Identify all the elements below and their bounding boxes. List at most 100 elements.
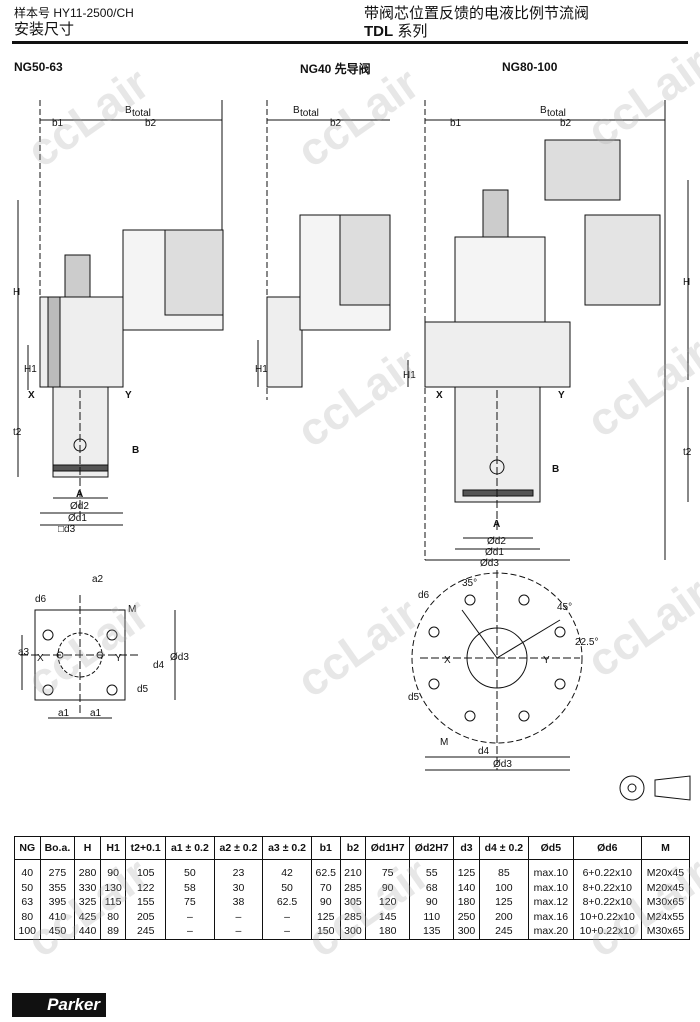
document-title: 带阀芯位置反馈的电液比例节流阀 bbox=[364, 5, 590, 22]
column-header: Ød2H7 bbox=[409, 836, 455, 860]
column-header: a2 ± 0.2 bbox=[213, 836, 264, 860]
svg-text:t2: t2 bbox=[13, 427, 22, 438]
table-cell: – bbox=[262, 909, 312, 924]
table-cell: 395 bbox=[39, 895, 75, 910]
svg-text:X: X bbox=[436, 390, 443, 401]
column-header: d3 bbox=[453, 836, 480, 860]
table-cell: 80 bbox=[99, 909, 126, 924]
svg-text:d4: d4 bbox=[153, 660, 165, 671]
table-cell: 130 bbox=[99, 880, 126, 895]
svg-text:B: B bbox=[132, 445, 139, 456]
table-cell: 85 bbox=[478, 859, 529, 881]
table-cell: 125 bbox=[453, 859, 480, 881]
table-cell: 450 bbox=[39, 924, 75, 939]
svg-text:b2: b2 bbox=[330, 118, 342, 129]
svg-text:M: M bbox=[440, 737, 448, 748]
table-cell: 440 bbox=[74, 924, 101, 939]
table-cell: 62.5 bbox=[310, 859, 341, 881]
table-cell: 275 bbox=[39, 859, 75, 881]
table-cell: 8+0.22x10 bbox=[572, 895, 642, 910]
table-cell: 40 bbox=[14, 859, 41, 881]
table-cell: – bbox=[213, 909, 263, 924]
svg-text:H1: H1 bbox=[255, 364, 268, 375]
svg-text:H1: H1 bbox=[403, 370, 416, 381]
table-cell: 125 bbox=[310, 909, 341, 924]
svg-text:Y: Y bbox=[115, 653, 122, 664]
svg-text:X: X bbox=[37, 653, 44, 664]
table-cell: 50 bbox=[14, 880, 41, 895]
table-cell: 38 bbox=[213, 895, 263, 910]
table-cell: 355 bbox=[39, 880, 75, 895]
table-cell: 90 bbox=[310, 895, 341, 910]
svg-text:a3: a3 bbox=[18, 647, 30, 658]
table-cell: 6+0.22x10 bbox=[572, 859, 642, 881]
svg-text:d5: d5 bbox=[137, 684, 149, 695]
table-cell: 205 bbox=[125, 909, 166, 924]
section-ng80-100: NG80-100 bbox=[502, 60, 558, 74]
table-cell: – bbox=[165, 909, 215, 924]
table-cell: M20x45 bbox=[640, 859, 690, 881]
table-cell: max.10 bbox=[527, 880, 574, 895]
table-cell: 120 bbox=[365, 895, 410, 910]
section-ng40: NG40 先导阀 bbox=[300, 62, 371, 76]
section-title: 安装尺寸 bbox=[14, 21, 75, 38]
svg-text:total: total bbox=[300, 108, 319, 119]
table-cell: 10+0.22x10 bbox=[572, 909, 642, 924]
svg-text:H: H bbox=[683, 277, 690, 288]
svg-text:d6: d6 bbox=[35, 594, 47, 605]
table-cell: 210 bbox=[339, 859, 366, 881]
drawing-ng40 bbox=[257, 100, 391, 400]
series-code: TDL bbox=[364, 23, 394, 40]
table-cell: 180 bbox=[453, 895, 480, 910]
svg-text:H: H bbox=[13, 287, 20, 298]
table-cell: 90 bbox=[409, 895, 454, 910]
table-cell: 155 bbox=[125, 895, 166, 910]
series-label: 系列 bbox=[393, 23, 428, 40]
table-cell: 410 bbox=[39, 909, 75, 924]
table-cell: 180 bbox=[365, 924, 410, 939]
table-cell: 300 bbox=[453, 924, 480, 939]
table-cell: 145 bbox=[365, 909, 410, 924]
column-header: Ød1H7 bbox=[365, 836, 411, 860]
column-header: a3 ± 0.2 bbox=[262, 836, 312, 860]
svg-text:Ød1: Ød1 bbox=[485, 547, 504, 558]
svg-text:A: A bbox=[76, 489, 83, 500]
table-cell: 250 bbox=[453, 909, 480, 924]
svg-text:Ød3: Ød3 bbox=[493, 759, 512, 770]
svg-text:Ød3: Ød3 bbox=[170, 652, 189, 663]
table-cell: 135 bbox=[409, 924, 454, 939]
svg-text:Y: Y bbox=[125, 390, 132, 401]
catalog-number: 样本号 HY11-2500/CH bbox=[14, 6, 134, 20]
svg-text:total: total bbox=[132, 108, 151, 119]
svg-text:d6: d6 bbox=[418, 590, 430, 601]
svg-text:22.5°: 22.5° bbox=[575, 637, 598, 648]
table-cell: 200 bbox=[478, 909, 529, 924]
column-header: NG bbox=[14, 836, 41, 860]
table-cell: 325 bbox=[74, 895, 101, 910]
svg-text:Y: Y bbox=[558, 390, 565, 401]
column-header: M bbox=[640, 836, 691, 860]
column-header: d4 ± 0.2 bbox=[478, 836, 529, 860]
table-cell: 50 bbox=[165, 859, 215, 881]
table-cell: 30 bbox=[213, 880, 263, 895]
table-cell: max.12 bbox=[527, 895, 574, 910]
table-cell: 245 bbox=[125, 924, 166, 939]
series-title: TDL 系列 bbox=[364, 20, 427, 41]
table-cell: 300 bbox=[339, 924, 366, 939]
svg-text:Ød2: Ød2 bbox=[70, 501, 89, 512]
table-cell: 425 bbox=[74, 909, 101, 924]
table-cell: M30x65 bbox=[640, 895, 690, 910]
column-header: H1 bbox=[99, 836, 127, 860]
table-cell: 110 bbox=[409, 909, 454, 924]
table-cell: 330 bbox=[74, 880, 101, 895]
svg-text:Ød1: Ød1 bbox=[68, 513, 87, 524]
svg-text:b2: b2 bbox=[145, 118, 157, 129]
svg-text:d4: d4 bbox=[478, 746, 490, 757]
table-cell: 70 bbox=[310, 880, 341, 895]
table-cell: 90 bbox=[365, 880, 410, 895]
table-cell: 90 bbox=[99, 859, 126, 881]
